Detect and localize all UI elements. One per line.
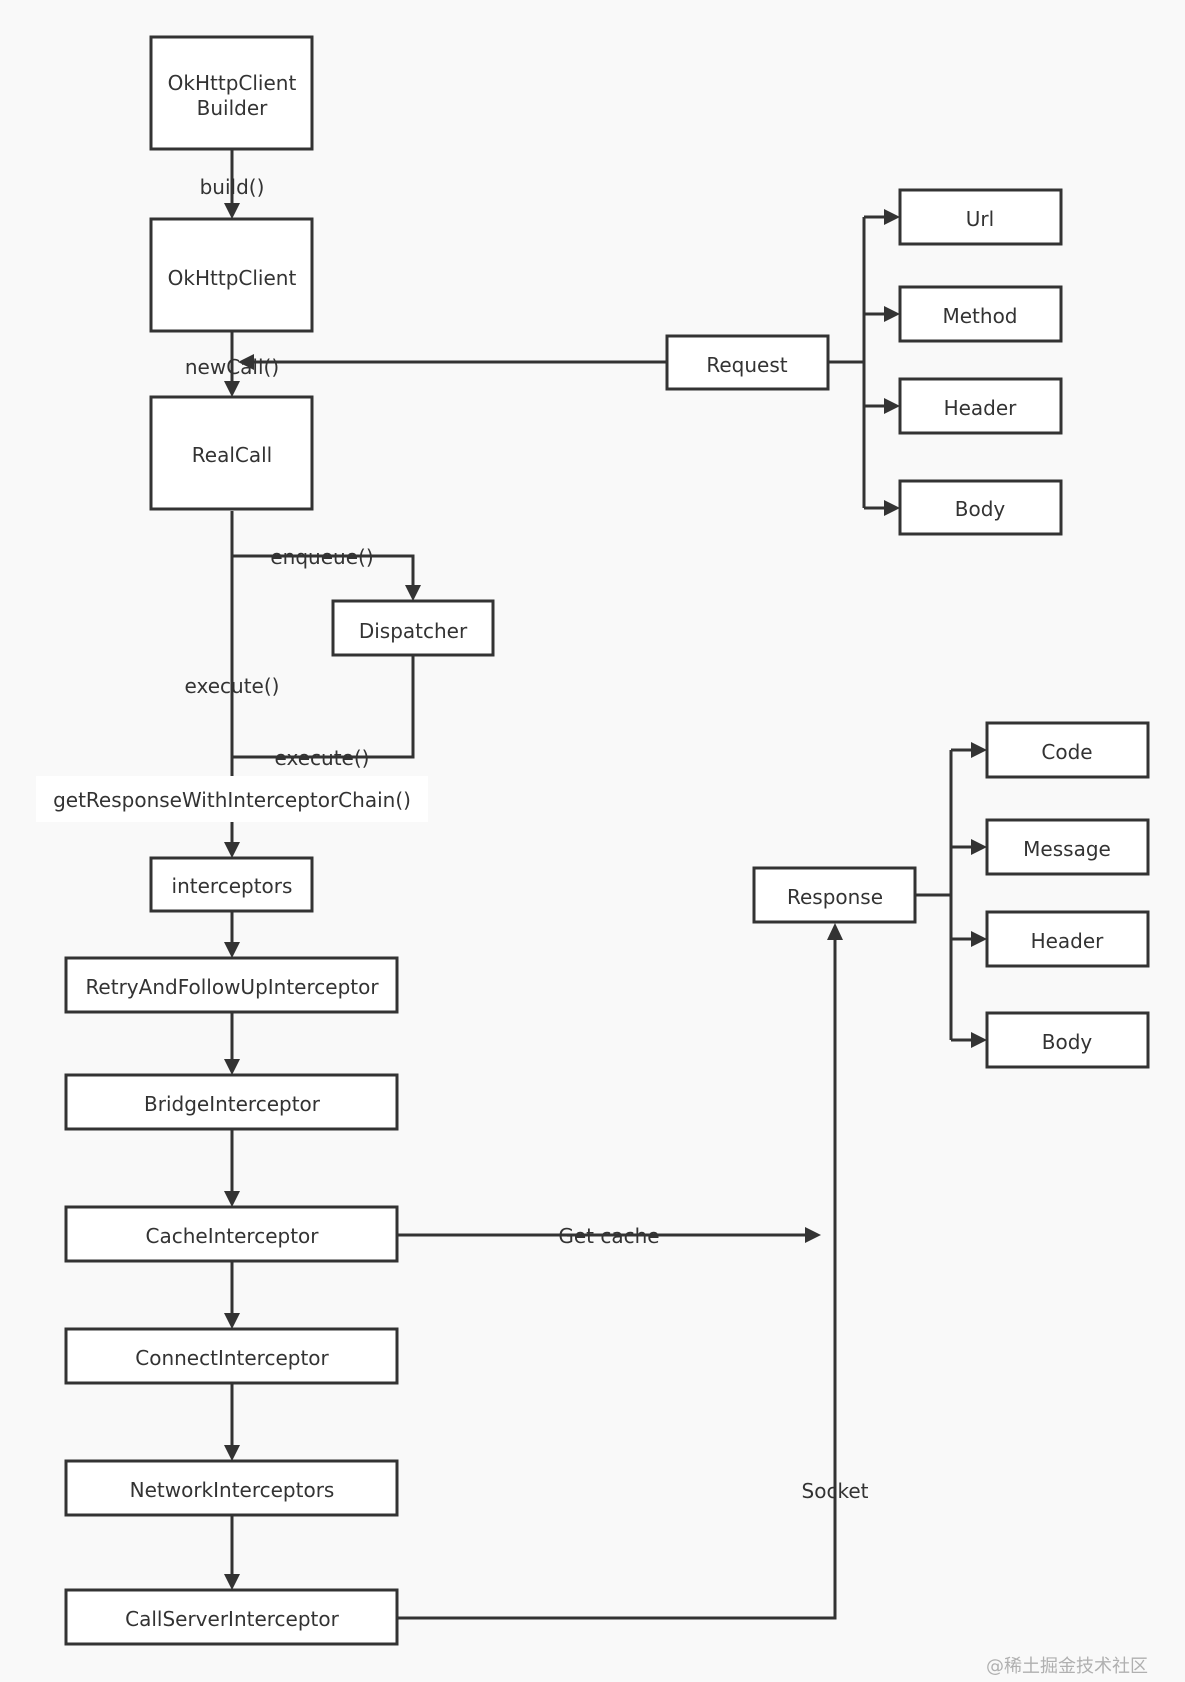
response-to-body-arrowhead (971, 1032, 987, 1048)
cache-interceptor-node: CacheInterceptor (64, 1205, 399, 1263)
retry-interceptor-node: RetryAndFollowUpInterceptor (64, 956, 399, 1014)
watermark: @稀土掘金技术社区 (986, 1656, 1148, 1677)
response-body-node: Body (985, 1011, 1150, 1069)
socket-label: Socket (802, 1479, 869, 1503)
dispatcher-execute-label: execute() (275, 746, 370, 770)
response-body-label: Body (1042, 1030, 1093, 1054)
response-to-code-arrowhead (971, 742, 987, 758)
url-node: Url (898, 188, 1063, 246)
message-node: Message (985, 818, 1150, 876)
request-node: Request (665, 334, 830, 391)
enqueue-arrowhead (405, 585, 421, 601)
realcall-label: RealCall (192, 443, 272, 467)
newcall-arrowhead (224, 381, 240, 397)
chain-label-backdrop (36, 776, 428, 822)
callserver-interceptor-label: CallServerInterceptor (125, 1607, 339, 1631)
get-cache-arrowhead (805, 1227, 821, 1243)
connect-interceptor-node: ConnectInterceptor (64, 1327, 399, 1385)
get-cache-label: Get cache (558, 1224, 659, 1248)
interceptors-label: interceptors (172, 874, 293, 898)
dispatcher-execute-path (232, 656, 415, 759)
cache-to-connect-arrowhead (224, 1313, 240, 1329)
request-to-url-arrowhead (884, 209, 900, 225)
newcall-label: newCall() (185, 355, 279, 379)
request-body-label: Body (955, 497, 1006, 521)
response-to-message-arrowhead (971, 839, 987, 855)
method-node: Method (898, 285, 1063, 343)
okhttpclient-builder-node: OkHttpClient Builder (149, 35, 314, 151)
request-header-label: Header (944, 396, 1018, 420)
realcall-node: RealCall (149, 395, 314, 511)
network-to-callserver-arrowhead (224, 1574, 240, 1590)
response-header-node: Header (985, 910, 1150, 968)
request-to-body-arrowhead (884, 500, 900, 516)
okhttpclient-label: OkHttpClient (168, 266, 297, 290)
response-label: Response (787, 885, 883, 909)
retry-to-bridge-arrowhead (224, 1059, 240, 1075)
bridge-interceptor-label: BridgeInterceptor (144, 1092, 321, 1116)
code-label: Code (1041, 740, 1092, 764)
execute-label: execute() (185, 674, 280, 698)
chain-arrowhead (224, 842, 240, 858)
method-label: Method (942, 304, 1017, 328)
url-label: Url (966, 207, 994, 231)
build-label: build() (200, 175, 265, 199)
dispatcher-label: Dispatcher (359, 619, 468, 643)
bridge-to-cache-arrowhead (224, 1191, 240, 1207)
cache-interceptor-label: CacheInterceptor (146, 1224, 320, 1248)
socket-arrowhead (827, 923, 843, 940)
response-node: Response (752, 866, 917, 924)
request-header-node: Header (898, 377, 1063, 435)
network-interceptors-node: NetworkInterceptors (64, 1459, 399, 1517)
request-to-header-arrowhead (884, 398, 900, 414)
interceptors-to-retry-arrowhead (224, 942, 240, 958)
code-node: Code (985, 721, 1150, 779)
response-header-label: Header (1031, 929, 1105, 953)
retry-interceptor-label: RetryAndFollowUpInterceptor (85, 975, 379, 999)
enqueue-arrow (232, 554, 415, 585)
enqueue-label: enqueue() (270, 545, 373, 569)
connect-interceptor-label: ConnectInterceptor (135, 1346, 329, 1370)
connect-to-network-arrowhead (224, 1445, 240, 1461)
okhttpclient-builder-line2: Builder (197, 96, 269, 120)
request-label: Request (706, 353, 787, 377)
request-to-method-arrowhead (884, 306, 900, 322)
interceptors-node: interceptors (149, 856, 314, 913)
request-body-node: Body (898, 479, 1063, 536)
bridge-interceptor-node: BridgeInterceptor (64, 1073, 399, 1131)
chain-label: getResponseWithInterceptorChain() (53, 788, 411, 812)
okhttpclient-builder-line1: OkHttpClient (168, 71, 297, 95)
response-to-header-arrowhead (971, 931, 987, 947)
build-arrowhead (224, 203, 240, 219)
socket-path (397, 940, 837, 1620)
callserver-interceptor-node: CallServerInterceptor (64, 1588, 399, 1646)
request-to-newcall-arrowhead (238, 354, 254, 370)
network-interceptors-label: NetworkInterceptors (130, 1478, 335, 1502)
dispatcher-node: Dispatcher (331, 599, 495, 657)
okhttpclient-node: OkHttpClient (149, 217, 314, 333)
message-label: Message (1023, 837, 1111, 861)
